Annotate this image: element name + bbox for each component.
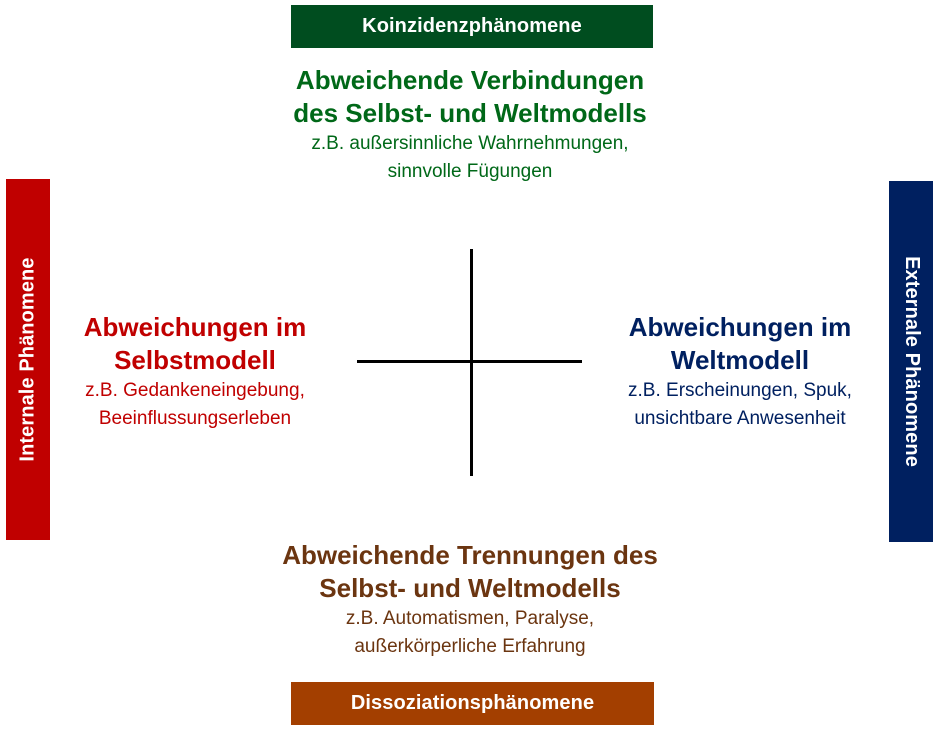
- heading-trennungen-line2: Selbst- und Weltmodells: [319, 573, 621, 603]
- block-selbstmodell: Abweichungen im Selbstmodell z.B. Gedank…: [50, 311, 340, 433]
- example-selbstmodell-line1: z.B. Gedankeneingebung,: [85, 380, 305, 401]
- example-trennungen-line1: z.B. Automatismen, Paralyse,: [345, 608, 595, 629]
- banner-koinzidenz: Koinzidenzphänomene: [291, 5, 653, 48]
- banner-dissoziation: Dissoziationsphänomene: [291, 682, 654, 725]
- heading-weltmodell-line1: Abweichungen im: [628, 312, 852, 342]
- banner-koinzidenz-label: Koinzidenzphänomene: [362, 15, 582, 37]
- block-weltmodell: Abweichungen im Weltmodell z.B. Erschein…: [595, 311, 885, 433]
- example-weltmodell-line1: z.B. Erscheinungen, Spuk,: [628, 380, 852, 401]
- banner-externale-label: Externale Phänomene: [900, 256, 923, 467]
- block-abweichende-verbindungen: Abweichende Verbindungen des Selbst- und…: [170, 64, 770, 186]
- example-verbindungen-line2: sinnvolle Fügungen: [387, 161, 553, 182]
- cross-horizontal-line: [357, 360, 582, 363]
- example-selbstmodell-line2: Beeinflussungserleben: [98, 408, 292, 429]
- example-weltmodell-line2: unsichtbare Anwesenheit: [634, 408, 846, 429]
- banner-internale: Internale Phänomene: [6, 179, 50, 540]
- heading-selbstmodell-line2: Selbstmodell: [114, 345, 276, 375]
- heading-verbindungen-line2: des Selbst- und Weltmodells: [293, 98, 647, 128]
- banner-dissoziation-label: Dissoziationsphänomene: [350, 692, 595, 714]
- heading-trennungen-line1: Abweichende Trennungen des: [282, 540, 658, 570]
- example-verbindungen-line1: z.B. außersinnliche Wahrnehmungen,: [311, 133, 629, 154]
- example-trennungen-line2: außerkörperliche Erfahrung: [354, 636, 586, 657]
- heading-verbindungen-line1: Abweichende Verbindungen: [295, 65, 645, 95]
- banner-internale-label: Internale Phänomene: [16, 257, 39, 462]
- heading-selbstmodell-line1: Abweichungen im: [83, 312, 307, 342]
- block-abweichende-trennungen: Abweichende Trennungen des Selbst- und W…: [170, 539, 770, 661]
- banner-externale: Externale Phänomene: [889, 181, 933, 542]
- heading-weltmodell-line2: Weltmodell: [670, 345, 810, 375]
